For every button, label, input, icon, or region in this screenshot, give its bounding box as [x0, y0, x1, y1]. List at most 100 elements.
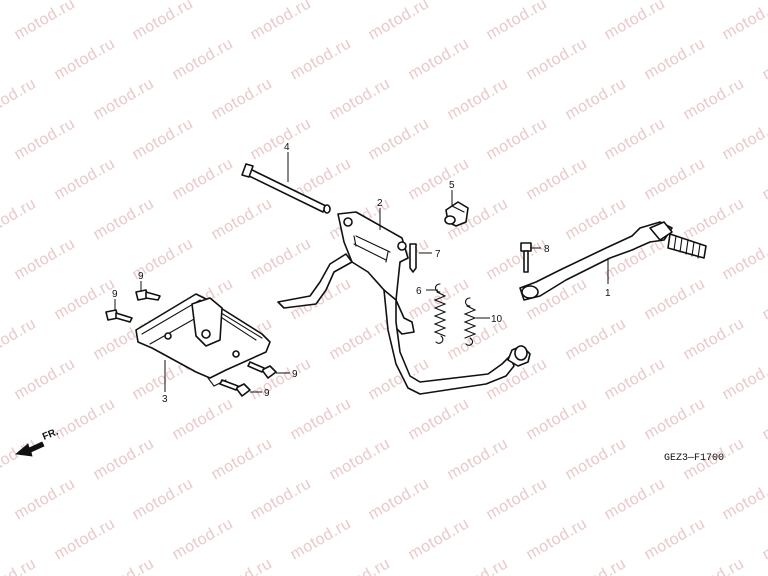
watermark-text: motod.ru	[366, 0, 433, 43]
watermark-text: motod.ru	[327, 435, 394, 483]
watermark-text: motod.ru	[563, 195, 630, 243]
callout-8: 8	[544, 244, 550, 255]
bolt-part-9-d	[219, 379, 251, 397]
watermark-text: motod.ru	[248, 235, 315, 283]
stopper-part-5	[444, 201, 469, 227]
watermark-text: motod.ru	[288, 35, 355, 83]
watermark-text: motod.ru	[91, 0, 158, 3]
watermark-text: motod.ru	[642, 395, 709, 443]
watermark-text: motod.ru	[288, 515, 355, 563]
watermark-text: motod.ru	[524, 395, 591, 443]
watermark-text: motod.ru	[170, 35, 237, 83]
watermark-text: motod.ru	[642, 515, 709, 563]
watermark-text: motod.ru	[327, 555, 394, 576]
watermark-text: motod.ru	[52, 515, 119, 563]
watermark-text: motod.ru	[0, 315, 39, 363]
watermark-text: motod.ru	[52, 155, 119, 203]
watermark-text: motod.ru	[602, 355, 669, 403]
watermark-text: motod.ru	[720, 0, 768, 43]
watermark-text: motod.ru	[0, 75, 39, 123]
watermark-text: motod.ru	[406, 35, 473, 83]
watermark-text: motod.ru	[445, 435, 512, 483]
watermark-text: motod.ru	[130, 115, 197, 163]
watermark-text: motod.ru	[0, 435, 39, 483]
watermark-text: motod.ru	[406, 275, 473, 323]
watermark-text: motod.ru	[406, 395, 473, 443]
watermark-text: motod.ru	[12, 0, 79, 43]
watermark-text: motod.ru	[366, 475, 433, 523]
watermark-text: motod.ru	[524, 155, 591, 203]
callout-3: 3	[162, 394, 168, 405]
watermark-text: motod.ru	[170, 515, 237, 563]
watermark-text: motod.ru	[760, 275, 768, 323]
watermark-text: motod.ru	[484, 115, 551, 163]
watermark-text: motod.ru	[91, 555, 158, 576]
watermark-text: motod.ru	[563, 555, 630, 576]
watermark-text: motod.ru	[12, 475, 79, 523]
watermark-text: motod.ru	[681, 315, 748, 363]
watermark-text: motod.ru	[52, 35, 119, 83]
watermark-text: motod.ru	[563, 315, 630, 363]
watermark-text: motod.ru	[720, 235, 768, 283]
watermark-text: motod.ru	[760, 155, 768, 203]
watermark-text: motod.ru	[681, 75, 748, 123]
callout-numbers: 4 2 5 7 6 10 8 1 3 9 9 9 9	[112, 142, 611, 405]
callout-1: 1	[605, 288, 611, 299]
callout-lines	[114, 152, 609, 393]
watermark-text: motod.ru	[720, 355, 768, 403]
callout-9-c: 9	[292, 369, 298, 380]
shaft-bolt-part-4	[241, 163, 331, 214]
watermark-text: motod.ru	[170, 155, 237, 203]
watermark-text: motod.ru	[52, 395, 119, 443]
watermark-text: motod.ru	[130, 475, 197, 523]
watermark-text: motod.ru	[484, 0, 551, 43]
watermark-text: motod.ru	[563, 0, 630, 3]
watermark-text: motod.ru	[642, 275, 709, 323]
watermark-text: motod.ru	[209, 75, 276, 123]
bolt-part-8	[520, 242, 532, 273]
watermark-text: motod.ru	[602, 475, 669, 523]
cotter-pin-part-7	[409, 243, 417, 273]
watermark-text: motod.ru	[288, 395, 355, 443]
watermark-text: motod.ru	[91, 435, 158, 483]
callout-9-b: 9	[112, 289, 118, 300]
watermark-text: motod.ru	[91, 195, 158, 243]
bolt-part-9-c	[247, 361, 277, 379]
spring-part-6	[433, 283, 447, 344]
main-stand-part-2	[277, 211, 531, 395]
watermark-text: motod.ru	[681, 195, 748, 243]
watermark-text: motod.ru	[209, 195, 276, 243]
watermark-text: motod.ru	[0, 555, 39, 576]
callout-4: 4	[284, 142, 290, 153]
callout-9-d: 9	[264, 388, 270, 399]
callout-9-a: 9	[138, 271, 144, 282]
watermark-text: motod.ru	[720, 475, 768, 523]
watermark-text: motod.ru	[681, 555, 748, 576]
watermark-text: motod.ru	[760, 35, 768, 83]
watermark-text: motod.ru	[209, 435, 276, 483]
watermark-text: motod.ru	[642, 155, 709, 203]
watermark-text: motod.ru	[406, 155, 473, 203]
callout-10: 10	[491, 314, 503, 325]
watermark-text: motod.ru	[642, 35, 709, 83]
watermark-text: motod.ru	[91, 75, 158, 123]
watermark-text: motod.ru	[563, 75, 630, 123]
watermark-text: motod.ru	[602, 115, 669, 163]
watermark-text: motod.ru	[327, 315, 394, 363]
watermark-text: motod.ru	[445, 0, 512, 3]
callout-2: 2	[377, 198, 383, 209]
watermark-text: motod.ru	[209, 555, 276, 576]
watermark-text: motod.ru	[170, 395, 237, 443]
spring-part-10	[463, 297, 477, 346]
watermark-text: motod.ru	[406, 515, 473, 563]
watermark-text: motod.ru	[366, 115, 433, 163]
watermark-text: motod.ru	[602, 0, 669, 43]
watermark-text: motod.ru	[0, 195, 39, 243]
watermark-text: motod.ru	[720, 115, 768, 163]
watermark-text: motod.ru	[248, 355, 315, 403]
watermark-text: motod.ru	[12, 355, 79, 403]
kick-arm-part-1	[519, 221, 707, 301]
watermark-text: motod.ru	[445, 555, 512, 576]
